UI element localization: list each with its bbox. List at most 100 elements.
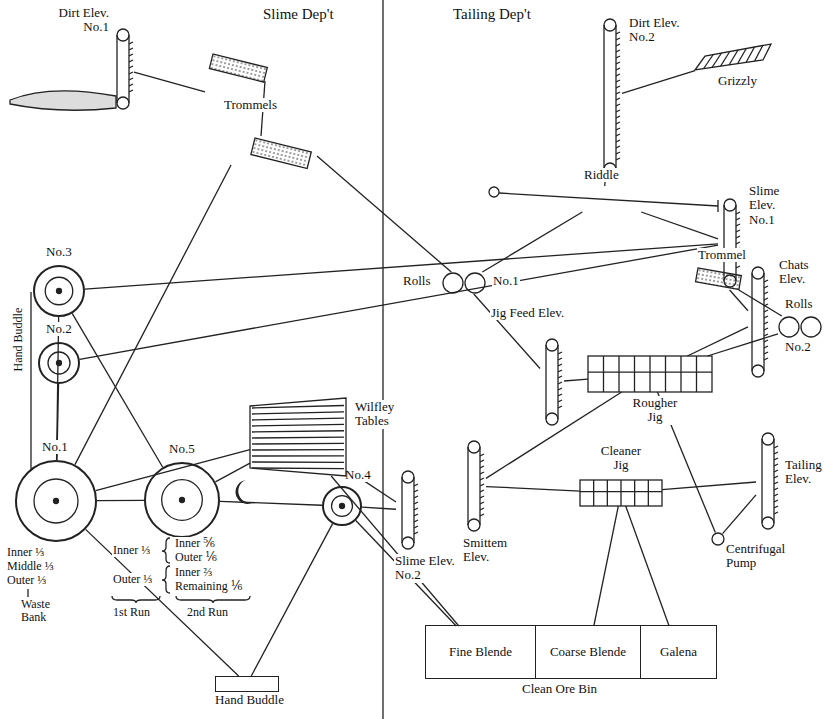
- crushing-rolls-drawing: [440, 272, 488, 294]
- elevator: Smittem Elev.: [462, 440, 486, 532]
- bucket: [774, 482, 778, 484]
- crescent-mark: [236, 480, 254, 504]
- flow-line: [739, 290, 782, 316]
- bucket: [764, 358, 768, 360]
- jig-cell: [634, 480, 635, 506]
- bucket: [129, 66, 133, 68]
- buddle: No.3: [33, 265, 85, 317]
- jig-cell: [649, 356, 650, 392]
- belt: [735, 205, 736, 281]
- bucket: [774, 470, 778, 472]
- flow-line: [622, 71, 695, 94]
- jig: Cleaner Jig: [580, 480, 662, 506]
- node-label: Dirt Elev. No.2: [628, 16, 686, 45]
- bucket: [129, 78, 133, 80]
- riffle: [252, 461, 344, 463]
- bucket: [616, 134, 620, 136]
- jig-drawing: [588, 356, 712, 392]
- buddle-ring: [48, 352, 70, 374]
- node-label: Grizzly: [717, 74, 758, 88]
- buddle-rim: [145, 463, 219, 537]
- flow-line: [86, 529, 239, 676]
- pump-drawing: [711, 532, 725, 546]
- node-label: No.2: [784, 340, 812, 354]
- node-label: Slime Elev. No.1: [748, 184, 800, 227]
- riffle: [252, 431, 344, 432]
- jig-cell: [593, 480, 594, 506]
- bucket: [616, 128, 620, 130]
- jig-cell: [634, 356, 635, 392]
- bucket: [480, 484, 484, 486]
- annotation: Inner ⅓: [6, 546, 45, 559]
- bucket: [774, 464, 778, 466]
- belt: [128, 35, 129, 103]
- bucket: [558, 376, 562, 378]
- brace: [162, 538, 170, 563]
- elevator-drawing: [462, 440, 486, 532]
- node-label: No.5: [168, 442, 196, 456]
- node-label: Cleaner Jig: [594, 444, 648, 473]
- buddle-rim: [34, 266, 84, 316]
- riffle: [252, 449, 344, 451]
- jig-frame: [588, 356, 712, 392]
- node-label: Riddle: [583, 168, 620, 182]
- pump: Centrifugal Pump: [711, 532, 725, 546]
- hand-buddle: Hand Buddle: [215, 676, 279, 692]
- bucket: [480, 478, 484, 480]
- flow-line: [486, 487, 580, 491]
- annotation: Outer ⅙: [174, 551, 218, 564]
- riddle-end: [717, 200, 718, 212]
- grizzly-bar: [704, 55, 714, 69]
- bucket: [764, 304, 768, 306]
- annotation: Waste Bank: [20, 598, 62, 624]
- flow-line: [662, 482, 756, 490]
- node-label: No.1: [41, 440, 69, 454]
- node-label: Tailing Elev.: [784, 458, 836, 487]
- bucket: [616, 158, 620, 160]
- node-label: Wilfley Tables: [354, 400, 408, 429]
- node-label: Galena: [659, 645, 698, 659]
- elevator: Tailing Elev.: [756, 432, 780, 530]
- bucket: [129, 48, 133, 50]
- jig-cell: [607, 480, 608, 506]
- annotation: Inner ⅔: [174, 566, 213, 579]
- bucket: [616, 68, 620, 70]
- bucket: [764, 316, 768, 318]
- crushing-rolls: RollsNo.2: [778, 316, 822, 338]
- node-label: Centrifugal Pump: [725, 542, 805, 571]
- bucket: [774, 512, 778, 514]
- bucket: [558, 370, 562, 372]
- bucket: [616, 98, 620, 100]
- jig-cell: [588, 372, 712, 373]
- belt: [116, 35, 117, 103]
- pulley: [762, 517, 774, 529]
- flow-line: [707, 334, 778, 356]
- roll: [465, 273, 485, 293]
- riddle-drawing: [488, 186, 720, 212]
- bucket: [558, 394, 562, 396]
- grizzly-bar: [738, 49, 747, 64]
- bucket: [480, 454, 484, 456]
- buddle-rim: [39, 343, 79, 383]
- riddle-screen: [499, 193, 718, 206]
- grizzly-bar: [755, 46, 763, 62]
- jig-cell: [580, 491, 662, 492]
- jig-drawing: [580, 480, 662, 506]
- flow-line: [641, 212, 718, 239]
- bucket: [774, 494, 778, 496]
- annotation: Outer ⅓: [112, 573, 153, 586]
- bucket: [558, 364, 562, 366]
- buddle-drawing: [322, 486, 362, 526]
- jig-frame: [580, 480, 662, 506]
- pulley: [468, 441, 480, 453]
- bucket: [736, 230, 740, 232]
- jig-cell: [696, 356, 697, 392]
- bucket: [129, 72, 133, 74]
- bucket: [616, 152, 620, 154]
- bucket: [414, 484, 418, 486]
- riffle: [252, 467, 344, 469]
- bucket: [774, 452, 778, 454]
- bucket: [736, 224, 740, 226]
- bucket: [414, 514, 418, 516]
- bin-compartment: Galena: [641, 626, 716, 678]
